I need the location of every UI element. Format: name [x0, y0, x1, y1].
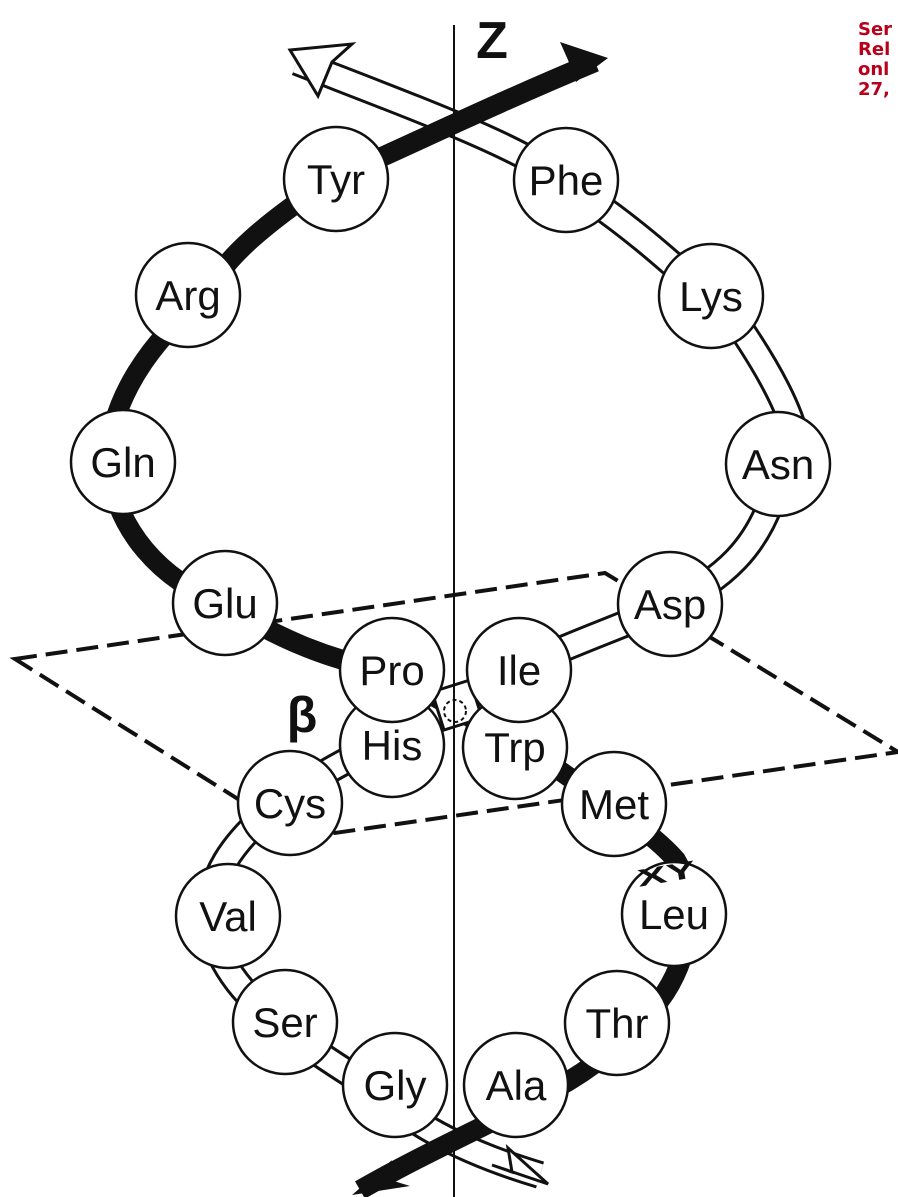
- node-cys: Cys: [236, 749, 344, 857]
- node-val: Val: [174, 862, 282, 970]
- node-label-pro: Pro: [359, 647, 424, 694]
- node-label-ile: Ile: [497, 647, 541, 694]
- node-label-asn: Asn: [742, 441, 814, 488]
- node-label-trp: Trp: [484, 724, 545, 771]
- node-pro: Pro: [338, 616, 446, 724]
- node-label-met: Met: [579, 781, 649, 828]
- node-asp: Asp: [616, 550, 724, 658]
- node-lys: Lys: [657, 242, 765, 350]
- node-label-cys: Cys: [254, 780, 326, 827]
- node-label-his: His: [362, 722, 423, 769]
- corner-note-line-2: Rel: [858, 39, 891, 60]
- node-label-tyr: Tyr: [307, 156, 365, 203]
- node-phe: Phe: [512, 126, 620, 234]
- beta-label: β: [287, 687, 318, 743]
- xy-plane: [9, 570, 898, 841]
- node-label-thr: Thr: [586, 1000, 649, 1047]
- node-his: His: [338, 691, 446, 799]
- corner-note-line-4: 27,: [858, 79, 890, 100]
- node-label-phe: Phe: [529, 157, 604, 204]
- corner-note-line-1: Ser: [858, 20, 893, 40]
- node-label-gln: Gln: [90, 439, 155, 486]
- node-label-arg: Arg: [155, 272, 220, 319]
- node-label-glu: Glu: [192, 580, 257, 627]
- node-asn: Asn: [724, 410, 832, 518]
- node-label-lys: Lys: [679, 273, 743, 320]
- node-label-leu: Leu: [639, 891, 709, 938]
- node-gln: Gln: [69, 408, 177, 516]
- light-strand-arrowhead-bottom: [491, 1144, 550, 1186]
- node-tyr: Tyr: [282, 125, 390, 233]
- node-label-asp: Asp: [634, 581, 706, 628]
- node-label-val: Val: [199, 893, 257, 940]
- corner-note-line-3: onl: [858, 59, 890, 80]
- node-leu: Leu: [620, 860, 728, 968]
- z-axis-label: Z: [476, 12, 508, 70]
- node-gly: Gly: [341, 1031, 449, 1139]
- node-label-ser: Ser: [252, 999, 317, 1046]
- node-ser: Ser: [231, 968, 339, 1076]
- node-ile: Ile: [465, 616, 573, 724]
- node-ala: Ala: [462, 1031, 570, 1139]
- node-thr: Thr: [563, 969, 671, 1077]
- node-label-ala: Ala: [486, 1062, 547, 1109]
- dark-strand-arrowhead-top: [560, 42, 608, 82]
- light-strand-arrowhead-top: [287, 42, 357, 100]
- node-met: Met: [560, 750, 668, 858]
- corner-note: Ser Rel onl 27,: [858, 20, 898, 100]
- node-label-gly: Gly: [364, 1062, 427, 1109]
- dark-strand-arrowhead-bottom: [352, 1160, 410, 1195]
- node-glu: Glu: [171, 549, 279, 657]
- node-arg: Arg: [134, 241, 242, 349]
